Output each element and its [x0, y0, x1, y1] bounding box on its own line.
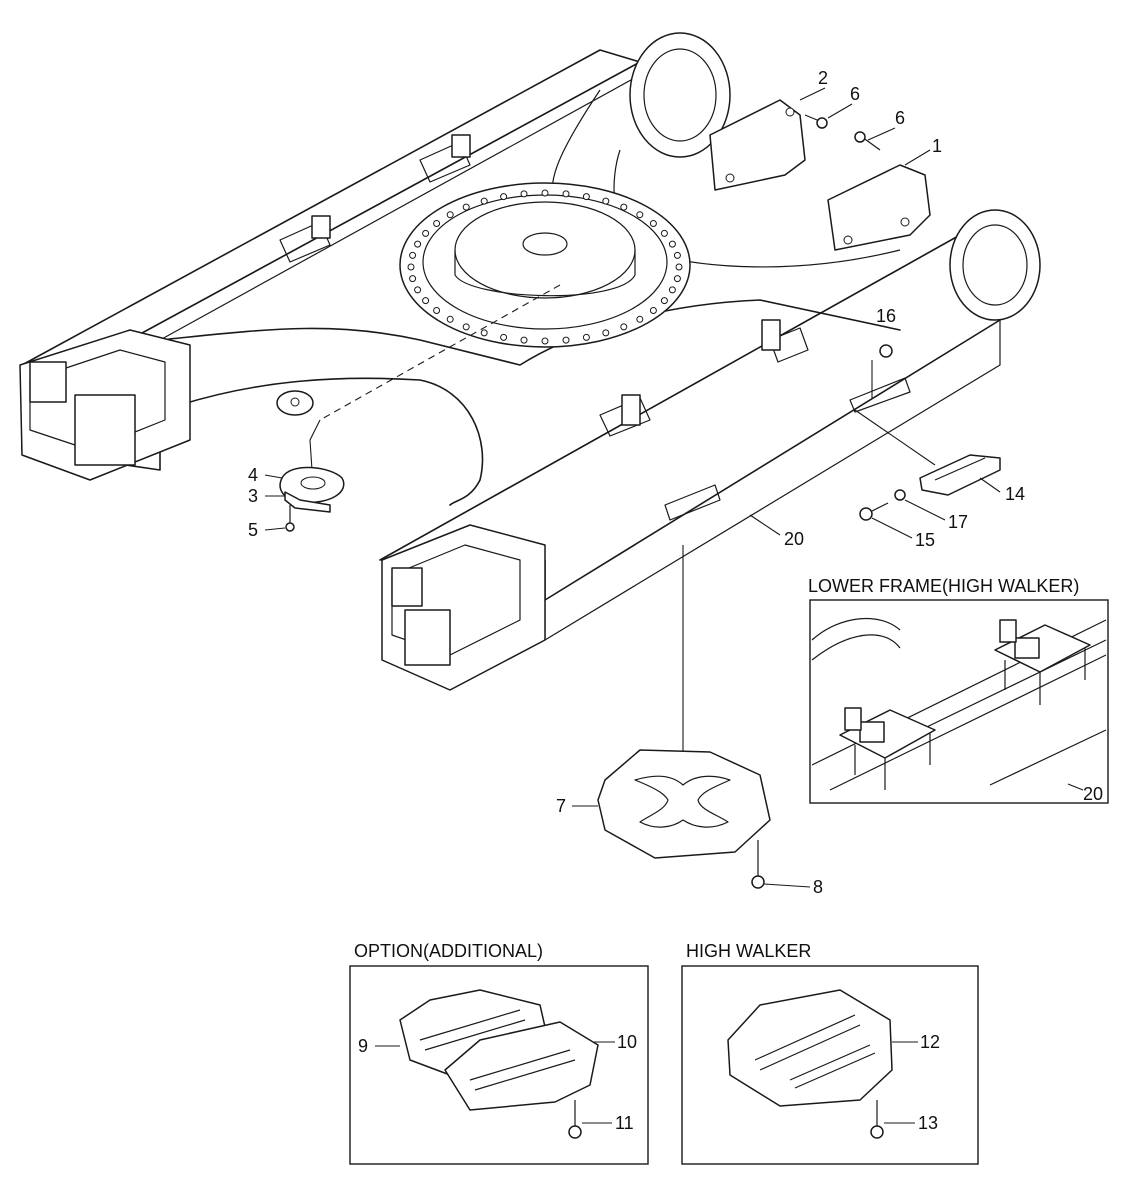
bearing-bolt-hole: [414, 286, 422, 294]
callout-17: 17: [948, 512, 968, 532]
callout-20-main: 20: [784, 529, 804, 549]
callout-10: 10: [617, 1032, 637, 1052]
bracket-part-3: [284, 491, 331, 513]
bearing-bolt-hole: [446, 211, 454, 219]
bearing-bolt-hole: [422, 229, 430, 237]
bearing-bolt-hole: [602, 329, 610, 337]
bolt-part-6-upper: [804, 114, 828, 129]
callout-11: 11: [615, 1113, 634, 1133]
bearing-bolt-hole: [480, 197, 488, 205]
cover-part-1: [827, 164, 931, 251]
bearing-bolt-hole: [660, 297, 668, 305]
bearing-bolt-hole: [668, 240, 676, 248]
inset-lower-frame-high-walker: [809, 599, 1109, 804]
under-cover-part-7: [597, 749, 771, 859]
bearing-bolt-hole: [675, 263, 683, 271]
callout-15: 15: [915, 530, 935, 550]
bearing-bolt-hole: [541, 337, 549, 345]
bolt-part-5: [285, 505, 295, 532]
bearing-bolt-hole: [407, 263, 415, 271]
leader-lines: [264, 87, 1001, 1124]
bearing-bolt-hole: [541, 189, 549, 197]
step-part-14: [919, 454, 1001, 496]
bearing-bolt-hole: [636, 211, 644, 219]
callout-12: 12: [920, 1032, 940, 1052]
callout-7: 7: [556, 796, 566, 816]
callout-5: 5: [248, 520, 258, 540]
bearing-bolt-hole: [462, 203, 470, 211]
bearing-bolt-hole: [422, 297, 430, 305]
bearing-bolt-hole: [446, 315, 454, 323]
bearing-bolt-hole: [480, 329, 488, 337]
bearing-bolt-hole: [562, 190, 570, 198]
inset-title-high-walker: HIGH WALKER: [686, 941, 811, 961]
bearing-bolt-hole: [500, 333, 508, 341]
callout-1: 1: [932, 136, 942, 156]
bearing-bolt-hole: [562, 336, 570, 344]
bearing-bolt-hole: [636, 315, 644, 323]
bolt-part-15: [859, 502, 889, 521]
bearing-bolt-hole: [602, 197, 610, 205]
callout-2: 2: [818, 68, 828, 88]
inset-title-option: OPTION(ADDITIONAL): [354, 941, 543, 961]
bearing-bolt-hole: [409, 275, 417, 283]
callout-20-inset: 20: [1083, 784, 1103, 804]
bearing-bolt-hole: [620, 203, 628, 211]
plate-part-12: [727, 989, 893, 1107]
bearing-bolt-hole: [500, 193, 508, 201]
callout-14: 14: [1005, 484, 1025, 504]
callout-13: 13: [918, 1113, 938, 1133]
bearing-bolt-hole: [462, 323, 470, 331]
bearing-bolt-hole: [520, 190, 528, 198]
inset-title-lower-frame: LOWER FRAME(HIGH WALKER): [808, 576, 1079, 596]
bearing-bolt-hole: [582, 333, 590, 341]
bolt-part-8: [751, 840, 765, 889]
nut-part-16: [879, 344, 893, 358]
bearing-bolt-holes: [407, 189, 683, 345]
callout-6-upper: 6: [850, 84, 860, 104]
bearing-bolt-hole: [582, 193, 590, 201]
callout-3: 3: [248, 486, 258, 506]
callout-9: 9: [358, 1036, 368, 1056]
bearing-bolt-hole: [433, 307, 441, 314]
bearing-bolt-hole: [660, 229, 668, 237]
bearing-bolt-hole: [414, 240, 422, 248]
bearing-bolt-hole: [668, 286, 676, 294]
plate-part-10: [444, 1021, 599, 1111]
callout-8: 8: [813, 877, 823, 897]
inset-high-walker: [681, 965, 979, 1165]
lower-frame-assembly: [19, 32, 1041, 691]
bearing-bolt-hole: [433, 220, 441, 227]
plate-part-4: [279, 466, 345, 504]
bearing-bolt-hole: [620, 323, 628, 331]
bearing-bolt-hole: [673, 275, 681, 283]
bearing-bolt-hole: [409, 251, 417, 259]
callout-6-lower: 6: [895, 108, 905, 128]
bolt-part-13: [870, 1100, 884, 1139]
bolt-part-11: [568, 1100, 582, 1139]
callout-16: 16: [876, 306, 896, 326]
cover-part-2: [709, 99, 806, 191]
callout-4: 4: [248, 465, 258, 485]
washer-part-17: [894, 489, 906, 501]
bearing-bolt-hole: [673, 251, 681, 259]
bolt-part-6-lower: [854, 131, 881, 151]
bearing-bolt-hole: [520, 336, 528, 344]
bearing-bolt-hole: [649, 307, 657, 314]
bearing-bolt-hole: [649, 220, 657, 227]
inset-option-additional: [349, 965, 649, 1165]
